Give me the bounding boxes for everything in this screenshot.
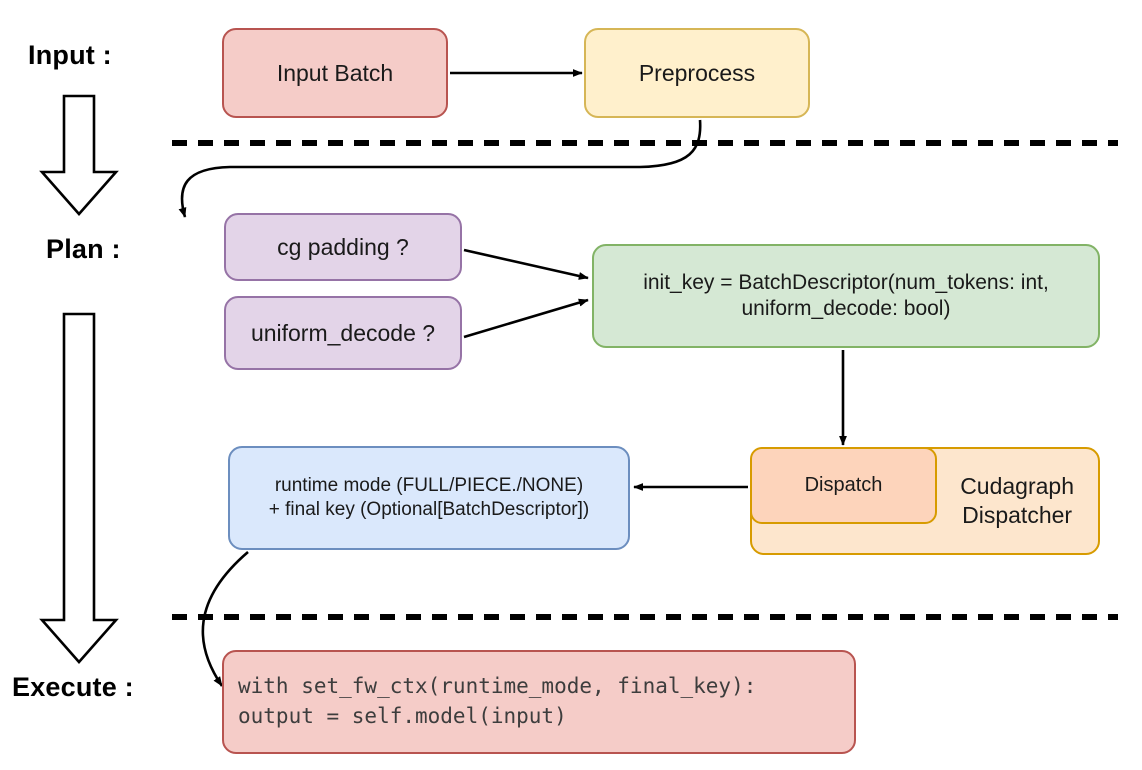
node-code-block[interactable]: with set_fw_ctx(runtime_mode, final_key)… xyxy=(222,650,856,754)
stage-label-execute: Execute : xyxy=(12,672,134,702)
stage-label-input: Input : xyxy=(28,40,112,70)
node-init-key[interactable]: init_key = BatchDescriptor(num_tokens: i… xyxy=(592,244,1100,348)
node-preprocess[interactable]: Preprocess xyxy=(584,28,810,118)
node-input-batch[interactable]: Input Batch xyxy=(222,28,448,118)
node-cg-padding[interactable]: cg padding ? xyxy=(224,213,462,281)
node-dispatch[interactable]: Dispatch xyxy=(750,447,937,524)
node-uniform-decode[interactable]: uniform_decode ? xyxy=(224,296,462,370)
edge-preprocess-to-cg-padding xyxy=(178,119,702,218)
plan-to-execute-arrow xyxy=(39,312,119,664)
edge-cg-padding-to-init-key xyxy=(463,248,589,280)
node-runtime-mode[interactable]: runtime mode (FULL/PIECE./NONE) + final … xyxy=(228,446,630,550)
stage-label-plan: Plan : xyxy=(46,234,121,264)
edge-uniform-decode-to-init-key xyxy=(463,298,589,339)
input-to-plan-arrow xyxy=(39,94,119,216)
